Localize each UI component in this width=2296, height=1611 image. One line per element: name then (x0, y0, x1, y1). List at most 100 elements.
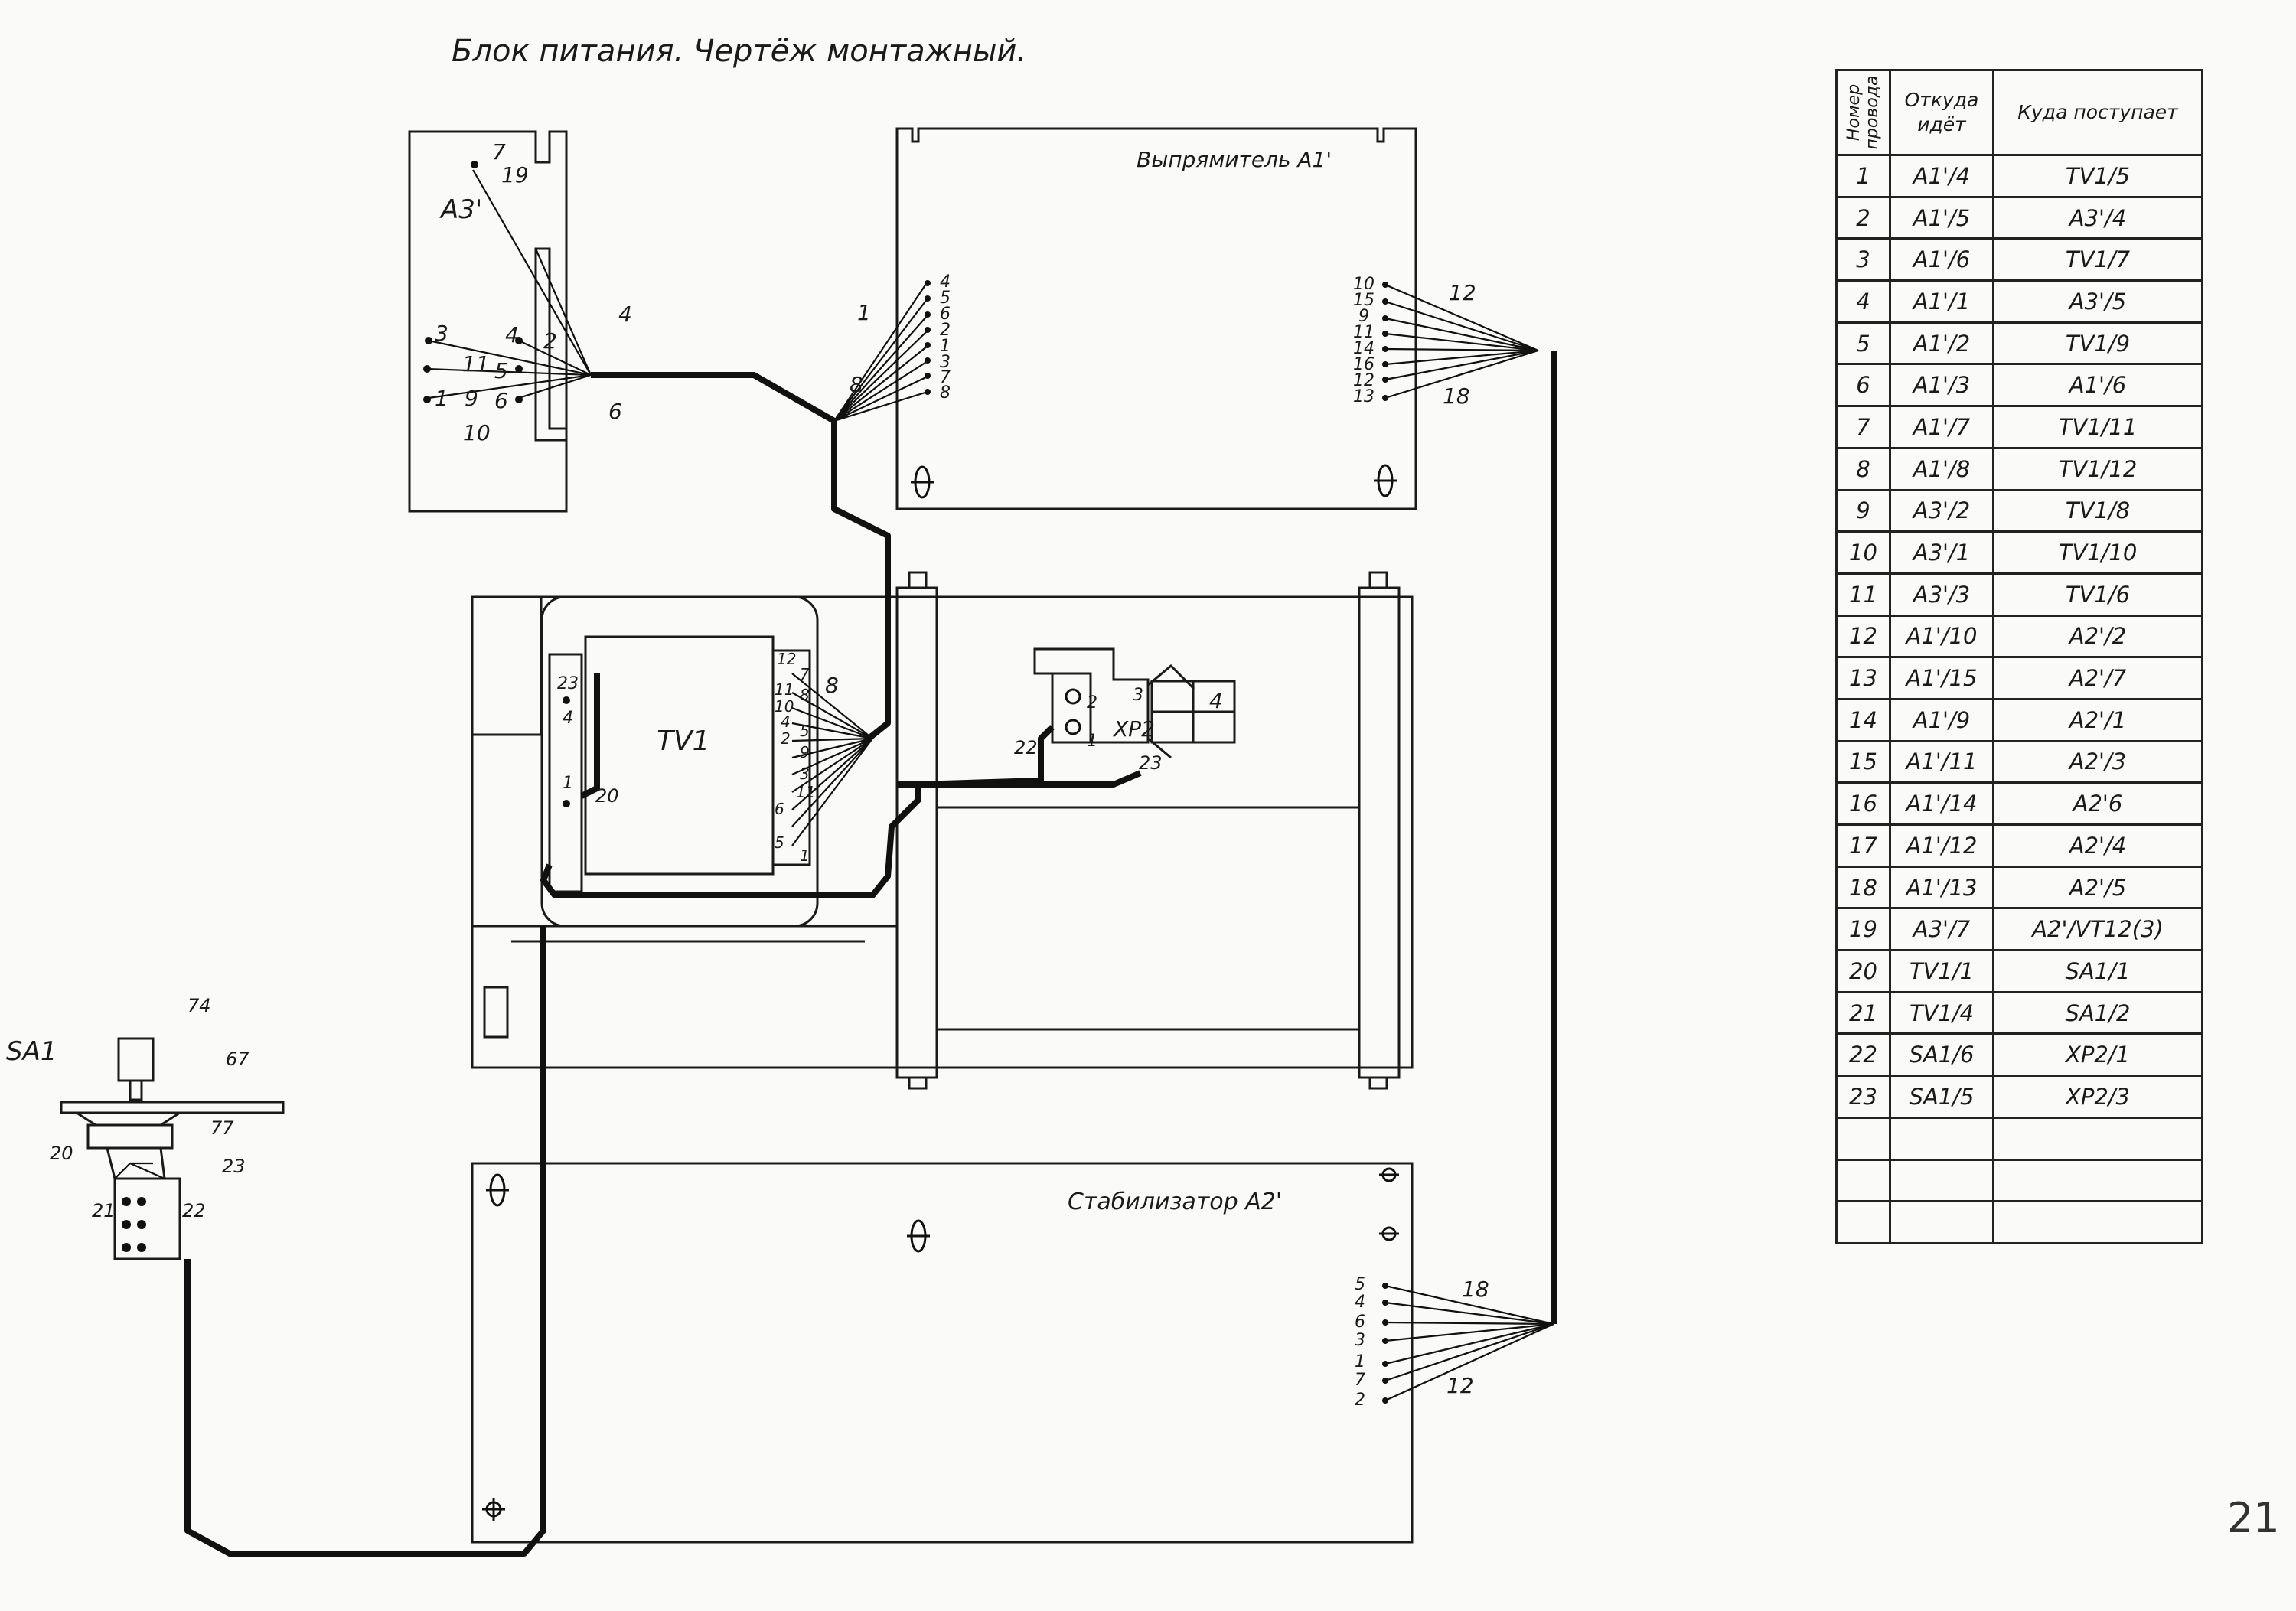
sa1-label: SA1 (6, 1036, 57, 1067)
cell-to: A2'/3 (1992, 739, 2203, 784)
a1-left-pin: 8 (940, 383, 951, 403)
cell-from: A1'/2 (1889, 321, 1994, 366)
header-wire-number: Номер провода (1835, 69, 1891, 156)
a2-board (471, 1162, 1414, 1544)
cell-wire-number: 22 (1835, 1032, 1891, 1078)
cell-to: TV1/6 (1992, 572, 2203, 617)
a1-left-pin: 6 (940, 305, 951, 324)
a1-right-wire-12: 12 (1449, 280, 1476, 305)
a2-wire-12: 12 (1446, 1373, 1474, 1398)
a2-label: Стабилизатор A2' (1068, 1189, 1282, 1215)
cell-wire-number: 3 (1835, 237, 1891, 282)
cell-to: A2'/VT12(3) (1992, 907, 2203, 952)
a1-right-pin: 11 (1353, 323, 1375, 342)
cell-wire-number: 12 (1835, 614, 1891, 659)
cell-to: TV1/10 (1992, 530, 2203, 575)
tv1-right-pin: 11 (775, 680, 794, 699)
a3-pin-5: 5 (494, 358, 508, 383)
tv1-right-pin: 4 (781, 713, 791, 731)
tv1-right-pin: 5 (800, 722, 810, 740)
cell-to (1992, 1116, 2203, 1161)
a1-left-pin: 1 (940, 337, 951, 356)
tv1-right-pin: 12 (777, 650, 796, 668)
cell-to: TV1/9 (1992, 321, 2203, 366)
a2-wire-18: 18 (1462, 1277, 1489, 1302)
a1-left-pin: 5 (940, 289, 951, 308)
tv1-left-pin: 23 (557, 674, 579, 693)
xp2-pin-1: 1 (1087, 732, 1097, 751)
a1-right-pin: 10 (1353, 275, 1375, 294)
table-row (1835, 1158, 2203, 1203)
a3-pin-2: 2 (543, 328, 557, 354)
wire-table: Номер провода Откуда идёт Куда поступает… (1835, 69, 2203, 1244)
xp2-wire-22: 22 (1014, 737, 1038, 758)
cell-to: A3'/4 (1992, 195, 2203, 240)
a3-wire-11: 11 (462, 351, 490, 377)
cell-wire-number: 7 (1835, 405, 1891, 449)
cell-to: XP2/3 (1992, 1075, 2203, 1119)
cell-from: A1'/7 (1889, 405, 1994, 449)
a2-pin: 6 (1355, 1313, 1365, 1332)
cell-from: A1'/11 (1889, 739, 1994, 784)
header-from: Откуда идёт (1889, 69, 1994, 156)
cell-wire-number: 14 (1835, 697, 1891, 742)
cell-from: A1'/10 (1889, 614, 1994, 659)
cell-from: A1'/3 (1889, 363, 1994, 408)
xp2-pin-4: 4 (1209, 688, 1223, 713)
cell-to: XP2/1 (1992, 1032, 2203, 1078)
a2-pin: 7 (1355, 1371, 1365, 1390)
cell-to: A2'/5 (1992, 865, 2203, 910)
sa1-callout-20: 20 (50, 1143, 73, 1164)
cell-from: A3'/7 (1889, 907, 1994, 952)
cell-wire-number: 1 (1835, 154, 1891, 198)
xp2-pin-3: 3 (1133, 686, 1143, 705)
cell-from: A1'/6 (1889, 237, 1994, 282)
cell-to (1992, 1200, 2203, 1244)
a2-pin: 4 (1355, 1293, 1365, 1312)
cell-from: A1'/12 (1889, 823, 1994, 868)
cell-to: TV1/7 (1992, 237, 2203, 282)
cell-to: TV1/8 (1992, 488, 2203, 533)
cell-wire-number: 8 (1835, 446, 1891, 491)
cell-to: A3'/5 (1992, 279, 2203, 324)
a1-board (895, 127, 1417, 510)
cell-to: A2'/7 (1992, 656, 2203, 700)
a1-right-pin: 13 (1353, 387, 1375, 406)
sa1-callout-67: 67 (226, 1048, 249, 1070)
tv1-right-pin: 11 (796, 783, 815, 801)
cell-from: SA1/5 (1889, 1075, 1994, 1119)
cell-wire-number: 21 (1835, 990, 1891, 1035)
a2-pin: 5 (1355, 1275, 1365, 1294)
a1-left-pin: 4 (940, 272, 951, 292)
cell-wire-number: 9 (1835, 488, 1891, 533)
tv1-bundle-wire-8: 8 (825, 673, 839, 698)
cell-wire-number: 23 (1835, 1075, 1891, 1119)
header-to: Куда поступает (1992, 69, 2203, 156)
a3-pin-6: 6 (494, 388, 508, 413)
xp2-connector (1033, 647, 1236, 759)
cell-from: A3'/3 (1889, 572, 1994, 617)
cell-wire-number: 5 (1835, 321, 1891, 366)
tv1-left-pin: 4 (563, 709, 573, 728)
a3-wire-9: 9 (465, 386, 478, 411)
cell-wire-number: 16 (1835, 781, 1891, 826)
tv1-right-pin: 6 (775, 800, 784, 818)
tv1-right-pin: 7 (800, 665, 810, 683)
